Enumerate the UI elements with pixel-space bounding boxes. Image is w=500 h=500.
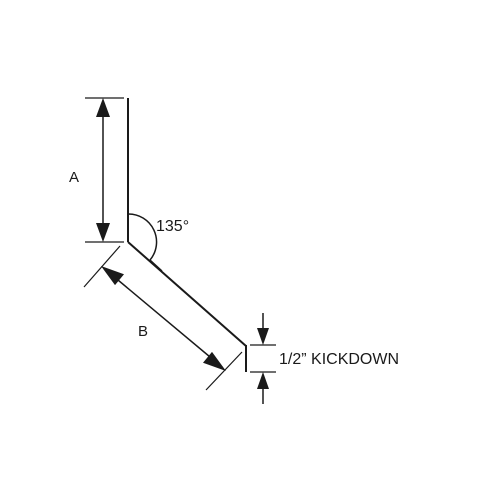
dimension-b: B — [83, 245, 243, 391]
dimension-b-arrow-start — [101, 266, 124, 286]
dimension-a-arrow-top — [96, 98, 110, 117]
dimension-b-label: B — [138, 323, 148, 340]
angle-indicator: 135° — [127, 213, 189, 272]
angle-arc — [127, 213, 158, 261]
dimension-a: A — [69, 97, 124, 243]
dimension-b-line — [105, 269, 223, 368]
kickdown-arrow-top — [257, 328, 269, 345]
flashing-profile — [127, 98, 247, 372]
kickdown-label: 1/2” KICKDOWN — [279, 351, 399, 368]
dimension-a-arrow-bottom — [96, 223, 110, 242]
angle-label: 135° — [156, 218, 189, 235]
kickdown-arrow-bottom — [257, 372, 269, 389]
dimension-b-arrow-end — [203, 351, 226, 371]
kickdown-dimension: 1/2” KICKDOWN — [250, 313, 399, 404]
dimension-a-label: A — [69, 169, 79, 186]
dimension-b-extension-end — [205, 351, 243, 391]
angled-leg — [127, 241, 247, 347]
angle-arc-tick — [149, 259, 163, 272]
